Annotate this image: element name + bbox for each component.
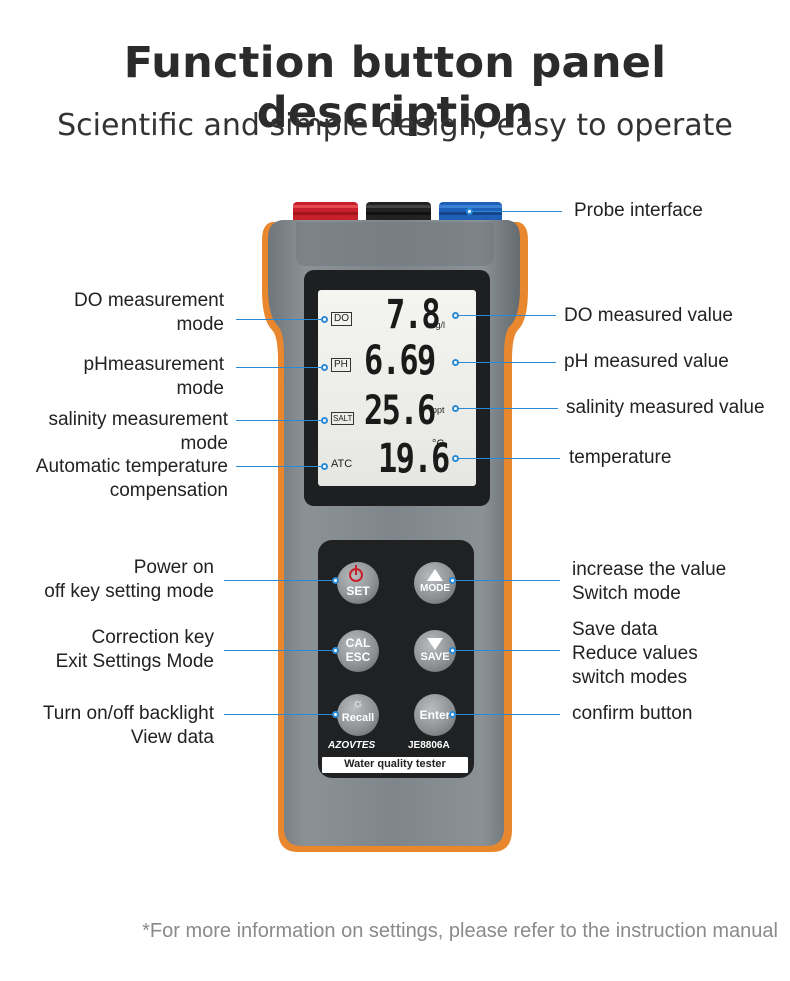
marker-salinity-value [452,405,459,412]
temperature-unit: °C [432,438,445,450]
callout-probe-interface: Probe interface [574,200,703,221]
page-subtitle: Scientific and simple design, easy to op… [57,108,733,143]
do-unit: mg/l [428,320,446,330]
cal-key-label: CAL [345,636,371,650]
mode-key[interactable]: MODE [414,562,456,604]
marker-power [332,577,339,584]
callout-do-mode: DO measurement mode [74,290,224,335]
leader-confirm [452,714,560,715]
device-name-label: Water quality tester [344,758,446,770]
save-key-label: SAVE [420,651,450,663]
temperature-value-readout: 19.6 [378,436,450,482]
do-value-readout: 7.8 [386,292,441,338]
callout-ph-value: pH measured value [564,351,729,372]
footnote: *For more information on settings, pleas… [142,920,778,942]
callout-atc: Automatic temperature compensation [35,456,228,501]
brand-label: AZOVTES [328,740,376,751]
page-title: Function button panel description [123,38,667,138]
leader-increase [452,580,560,581]
ph-mode-tag: PH [331,358,351,372]
atc-tag: ATC [331,458,353,470]
salinity-value-readout: 25.6 [364,388,436,434]
callout-power: Power on off key setting mode [44,557,214,602]
marker-ph-mode [321,364,328,371]
leader-atc [236,466,324,467]
set-key-label: SET [346,584,370,598]
marker-do-value [452,312,459,319]
marker-temperature [452,455,459,462]
callout-salinity-value: salinity measured value [566,397,765,418]
backlight-icon: ☼ [352,695,364,710]
callout-confirm: confirm button [572,703,693,724]
do-mode-tag: DO [331,312,352,326]
set-key[interactable]: SET [337,562,379,604]
salinity-mode-tag: SALT [331,412,355,425]
leader-save [452,650,560,651]
leader-do-value [456,315,556,316]
leader-ph-mode [236,367,324,368]
lcd-display: DO 7.8 mg/l PH 6.69 SALT 25.6 ppt ATC 19… [318,290,476,486]
recall-key-label: Recall [341,712,375,724]
model-label: JE8806A [408,740,450,751]
leader-salinity-mode [236,420,324,421]
marker-salinity-mode [321,417,328,424]
callout-increase: increase the value Switch mode [572,559,727,604]
callout-temperature: temperature [569,447,672,468]
leader-ph-value [456,362,556,363]
marker-backlight [332,711,339,718]
salinity-unit: ppt [432,405,445,415]
triangle-up-icon [427,569,443,581]
callout-ph-mode: pHmeasurement mode [83,354,224,399]
leader-backlight [224,714,336,715]
marker-atc [321,463,328,470]
triangle-down-icon [427,638,443,650]
leader-temperature [456,458,560,459]
lcd-screen [318,290,476,486]
ph-value-readout: 6.69 [364,338,436,384]
marker-save [449,647,456,654]
callout-do-value: DO measured value [564,305,733,326]
marker-ph-value [452,359,459,366]
leader-do-mode [236,319,324,320]
callout-correction: Correction key Exit Settings Mode [55,627,214,672]
leader-probe [470,211,562,212]
leader-salinity-value [456,408,558,409]
leader-correction [224,650,336,651]
cal-esc-key[interactable]: CAL ESC [337,630,379,672]
marker-confirm [449,711,456,718]
recall-key[interactable]: ☼ Recall [337,694,379,736]
esc-key-label: ESC [345,650,371,664]
callout-save: Save data Reduce values switch modes [572,619,698,688]
marker-correction [332,647,339,654]
mode-key-label: MODE [420,583,450,594]
callout-salinity-mode: salinity measurement mode [48,409,228,454]
leader-power [224,580,336,581]
marker-do-mode [321,316,328,323]
enter-key-label: Enter [419,708,451,722]
marker-probe [466,208,473,215]
callout-backlight: Turn on/off backlight View data [42,703,214,748]
marker-increase [449,577,456,584]
